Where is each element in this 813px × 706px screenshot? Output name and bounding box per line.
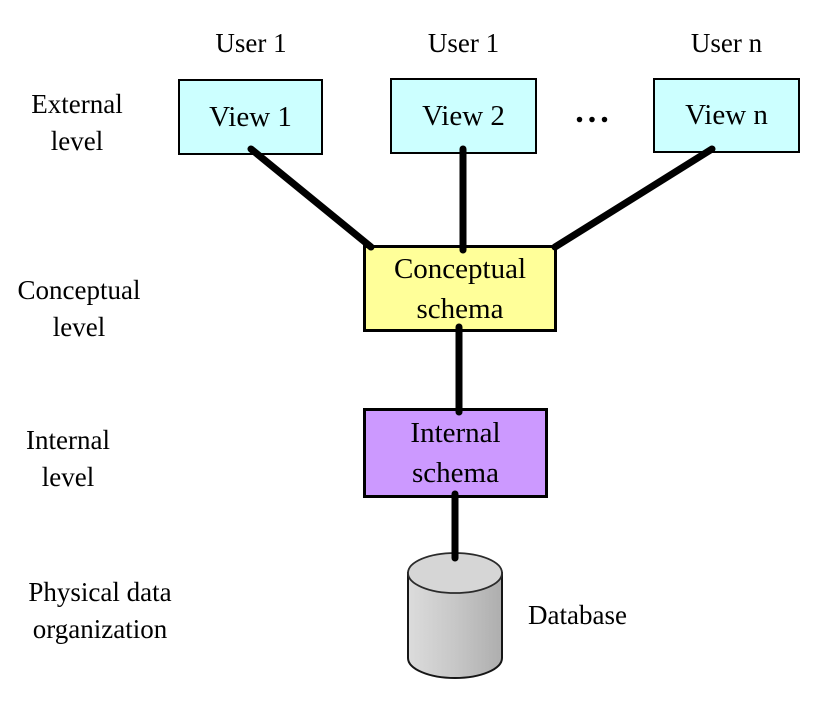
user-label-n: User n [690,28,763,58]
internal-level-line1: Internal [26,425,110,455]
view-n-box: View n [653,78,800,153]
physical-level-label: Physical data organization [8,574,192,648]
database-label: Database [528,600,627,630]
conceptual-level-label: Conceptual level [14,272,144,346]
internal-schema-line1: Internal [410,417,501,449]
physical-level-line2: organization [32,614,168,644]
external-level-line2: level [50,126,104,156]
ellipsis-dots: ... [575,93,613,130]
external-level-line1: External [31,89,123,119]
conceptual-level-line2: level [52,312,106,342]
conceptual-level-line1: Conceptual [17,275,141,305]
database-cylinder-icon [407,552,503,679]
view-1-box: View 1 [178,79,323,155]
physical-level-line1: Physical data [28,577,172,607]
user-label-1: User 1 [215,28,287,58]
internal-schema-line2: schema [412,457,499,489]
connector-viewn-conceptual [551,145,716,251]
database-cylinder-body [407,572,503,679]
internal-level-label: Internal level [12,422,124,496]
conceptual-schema-box: Conceptual schema [363,245,557,332]
internal-level-line2: level [41,462,95,492]
view-2-box: View 2 [390,78,537,154]
external-level-label: External level [18,86,136,160]
database-cylinder-top [407,552,503,594]
internal-schema-box: Internal schema [363,408,548,498]
user-label-2: User 1 [427,28,500,58]
connector-view1-conceptual [247,145,375,251]
conceptual-schema-line2: schema [416,292,504,325]
conceptual-schema-line1: Conceptual [393,252,527,285]
